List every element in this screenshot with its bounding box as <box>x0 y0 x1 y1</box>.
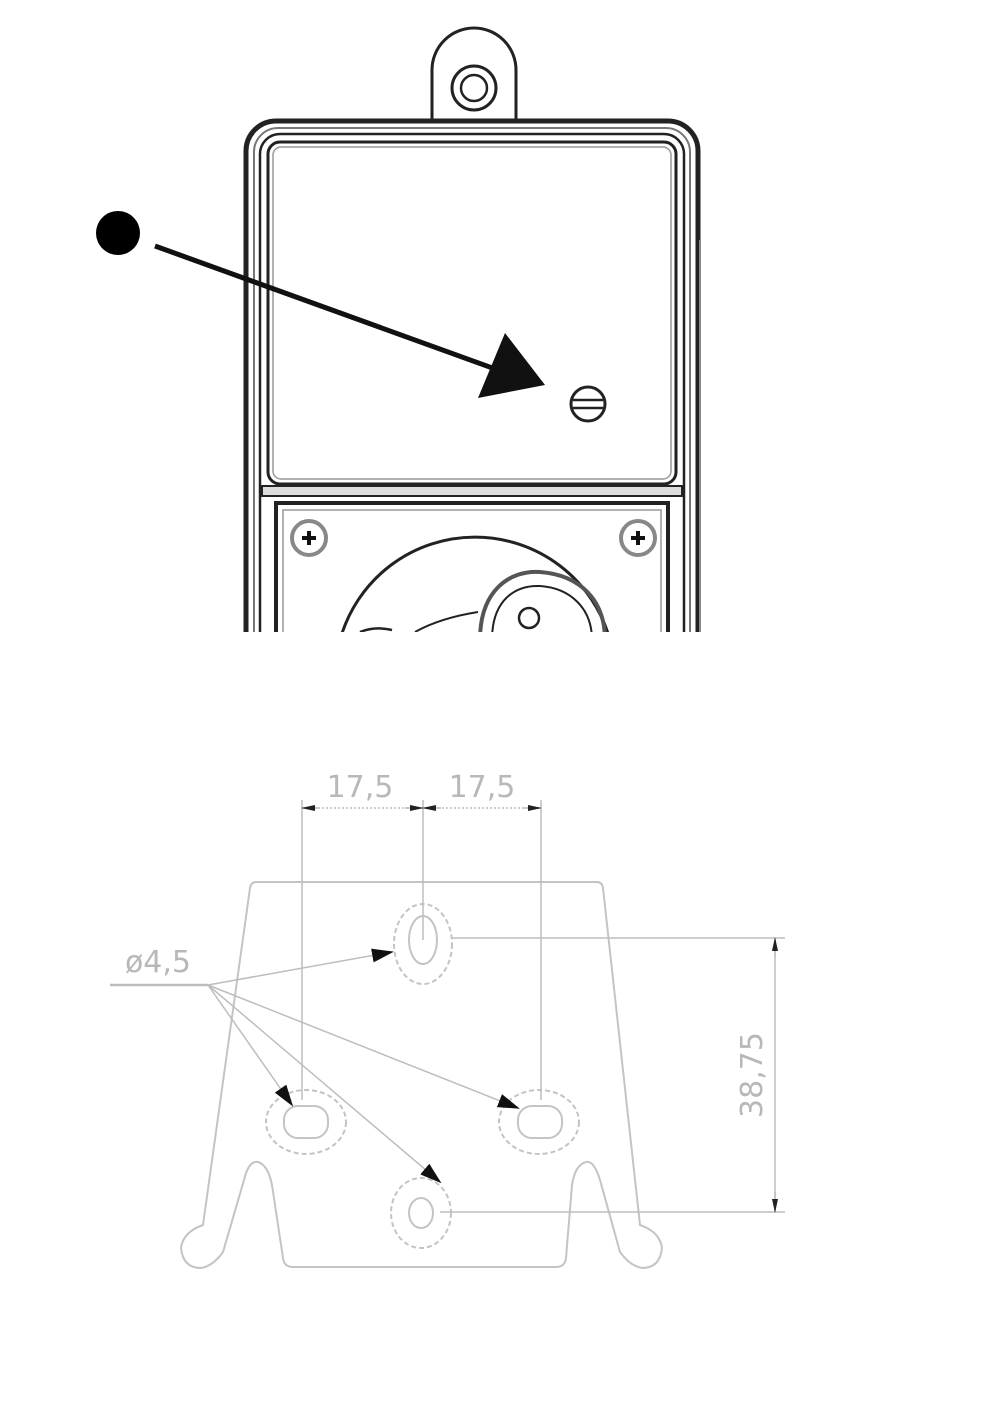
panel-screw-left <box>290 519 328 557</box>
callout-marker-dot <box>96 211 140 255</box>
hole-left <box>265 1089 347 1155</box>
arrowhead-icon <box>478 333 545 398</box>
dim-right-spacing: 17,5 <box>449 770 516 805</box>
hole-right <box>498 1089 580 1155</box>
dim-hole-diameter: ø4,5 <box>125 945 191 980</box>
panel-screw-right <box>619 519 657 557</box>
housing-drawing <box>243 26 701 632</box>
plate-outline <box>179 881 664 1270</box>
hanging-tab <box>430 26 518 122</box>
hole-bottom <box>390 1177 452 1249</box>
dimension-lines <box>110 800 785 1213</box>
dim-vertical-spacing: 38,75 <box>735 1032 770 1118</box>
dim-left-spacing: 17,5 <box>327 770 394 805</box>
callout-arrow <box>96 211 545 398</box>
socket-panel <box>274 501 670 632</box>
mounting-plate-drawing <box>179 881 664 1270</box>
cover-window <box>261 140 683 497</box>
screw <box>569 385 607 423</box>
housing-outline <box>243 118 701 632</box>
